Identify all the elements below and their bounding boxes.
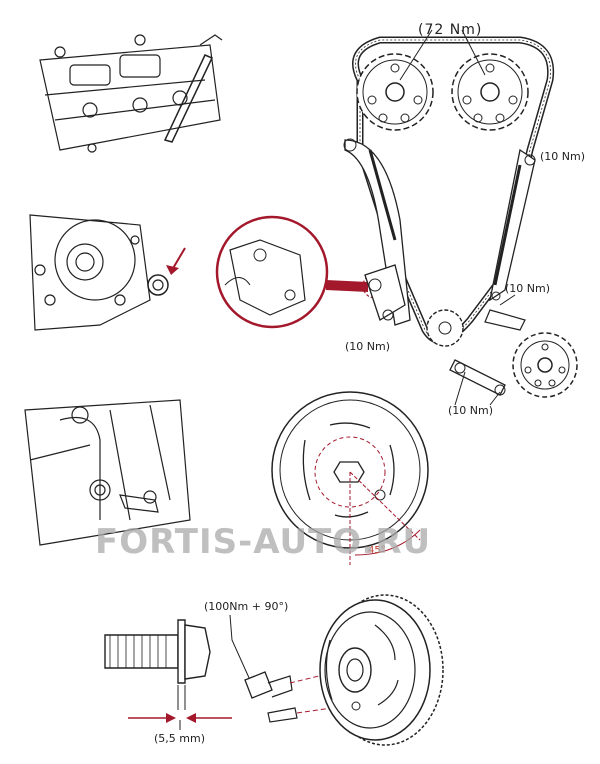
gap-dimension-label: (5,5 mm)	[154, 732, 206, 745]
guide-torque-label-upper-right: (10 Nm)	[540, 150, 586, 163]
chain-guide-right	[489, 148, 536, 302]
crank-pulley	[319, 594, 444, 746]
cam-sprocket-left	[356, 53, 434, 131]
seal-arrow-icon	[166, 247, 186, 275]
cam-torque-label: (72 Nm)	[418, 22, 483, 38]
idler-sprocket	[426, 309, 464, 347]
chain-tensioner	[364, 264, 406, 321]
camshaft-lock-sketch	[39, 34, 223, 153]
watermark: FORTIS-AUTO.RU	[95, 522, 432, 562]
guide-torque-label-bottom: (10 Nm)	[448, 404, 494, 417]
engine-block-sketch	[24, 399, 191, 546]
crank-bolt	[104, 619, 232, 730]
timing-cover-sketch	[29, 214, 169, 331]
oil-pump-sprocket	[512, 332, 578, 398]
crank-bolt-torque-label: (100Nm + 90°)	[204, 600, 289, 613]
cam-sprocket-right	[451, 53, 529, 131]
zoom-detail-circle	[215, 215, 388, 329]
angle-label: 45°	[368, 545, 386, 556]
guide-torque-label-mid-right: (10 Nm)	[505, 282, 551, 295]
guide-torque-label-left: (10 Nm)	[345, 340, 391, 353]
timing-chain-assembly	[343, 29, 578, 406]
pulley-bolts	[229, 614, 353, 723]
crank-pulley-angle	[271, 391, 429, 565]
lower-chain-guide	[449, 291, 526, 396]
